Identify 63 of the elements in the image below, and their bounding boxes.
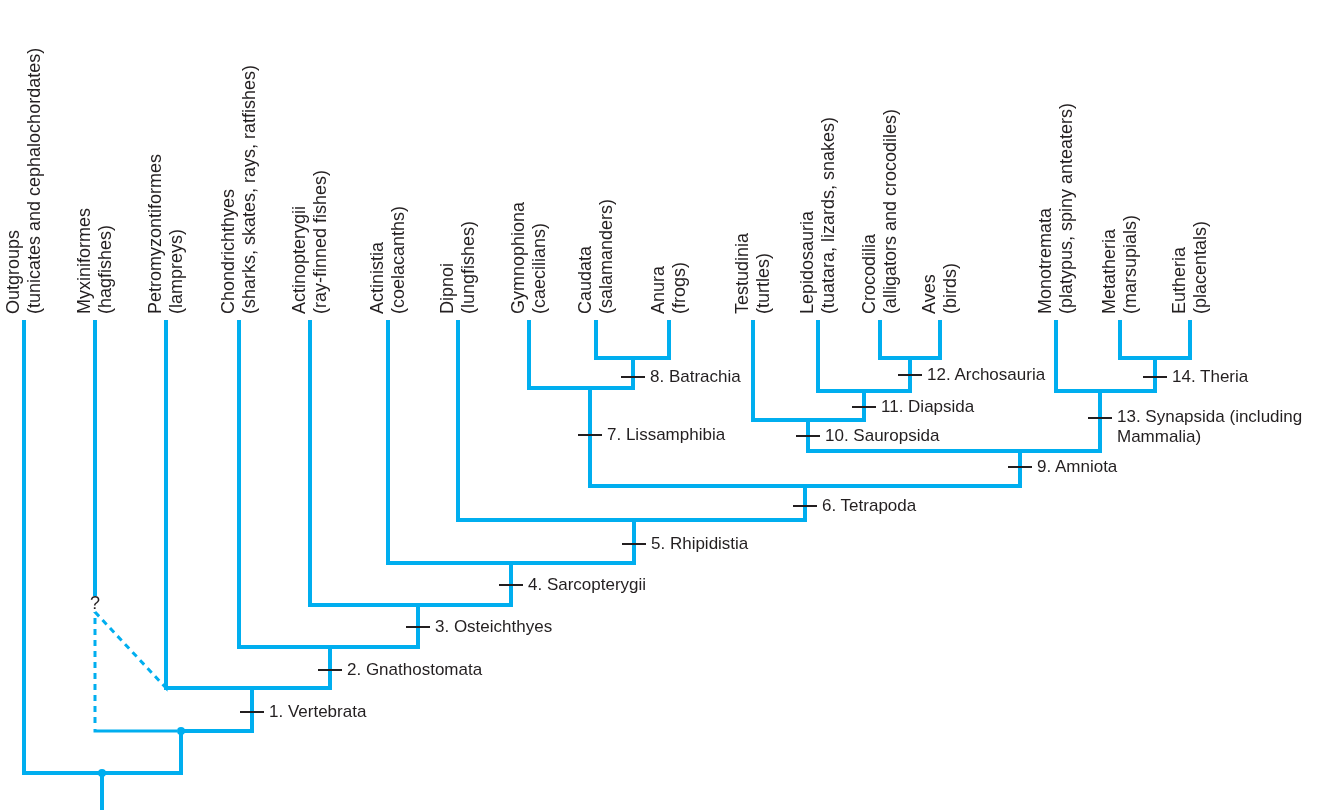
clade-label: 9. Amniota [1037,456,1118,478]
common-name: (lungfishes) [458,220,479,314]
common-name: (coelacanths) [388,205,409,314]
branch-line [908,320,942,366]
clade-label: 2. Gnathostomata [347,659,483,681]
taxon-name: Metatheria [1099,227,1120,314]
branch-node [98,769,106,777]
common-name: (tunicates and cephalochordates) [24,47,45,314]
common-name: (alligators and crocodiles) [880,108,901,314]
clade-label: 12. Archosauria [927,364,1046,386]
clade-label: 7. Lissamphibia [607,424,726,446]
branch-line [104,733,183,775]
taxon-name: Actinistia [367,240,388,314]
common-name: (sharks, skates, rays, ratfishes) [239,64,260,314]
question-mark: ? [90,593,100,613]
common-name: (caecilians) [529,221,550,314]
taxon-name: Aves [919,273,940,314]
clade-label: 1. Vertebrata [269,701,367,723]
branch-line [100,775,104,810]
branch-line [632,515,807,535]
taxon-name: Chondrichthyes [218,187,239,314]
common-name: (lampreys) [166,228,187,314]
taxon-name: Crocodilia [859,232,880,314]
taxon-name: Myxiniformes [74,208,95,314]
clade-label: 6. Tetrapoda [822,495,917,517]
taxon-name: Caudata [575,244,596,314]
taxon-name: Lepidosauria [797,209,818,314]
branch-line [328,636,420,661]
common-name: (tuatara, lizards, snakes) [818,116,839,314]
taxon-name: Dipnoi [437,261,458,314]
taxon-name: Actinopterygii [289,204,310,314]
branch-line [250,679,332,703]
branch-line [803,476,1022,497]
taxon-name: Testudinia [732,232,753,314]
clade-label: 13. Synapsida (including Mammalia) [1117,407,1304,447]
taxon-name: Monotremata [1035,206,1056,314]
common-name: (frogs) [669,262,690,314]
clade-label: 14. Theria [1172,366,1249,388]
branch-node [177,727,185,735]
common-name: (ray-finned fishes) [310,169,331,314]
clade-label: 5. Rhipidistia [651,533,749,555]
common-name: (hagfishes) [95,223,116,314]
common-name: (salamanders) [596,198,617,314]
branch-line [183,721,254,733]
common-name: (marsupials) [1120,214,1141,314]
clade-label: 8. Batrachia [650,366,741,388]
taxon-name: Gymnophiona [508,201,529,314]
common-name: (birds) [940,263,961,314]
clade-label: 10. Sauropsida [825,425,940,447]
clade-label: 3. Osteichthyes [435,616,553,638]
common-name: (platypus, spiny anteaters) [1056,102,1077,314]
taxon-name: Petromyzontiformes [145,153,166,314]
taxon-name: Outgroups [3,228,24,314]
branch-line [93,320,97,596]
branch-line [1098,386,1157,409]
taxon-name: Anura [648,264,669,314]
clade-label: 11. Diapsida [881,396,975,418]
taxon-name: Eutheria [1169,245,1190,314]
common-name: (turtles) [753,252,774,314]
common-name: (placentals) [1190,220,1211,314]
branch-line [588,386,635,426]
branch-line [22,320,100,775]
clade-label: 4. Sarcopterygii [528,574,647,596]
